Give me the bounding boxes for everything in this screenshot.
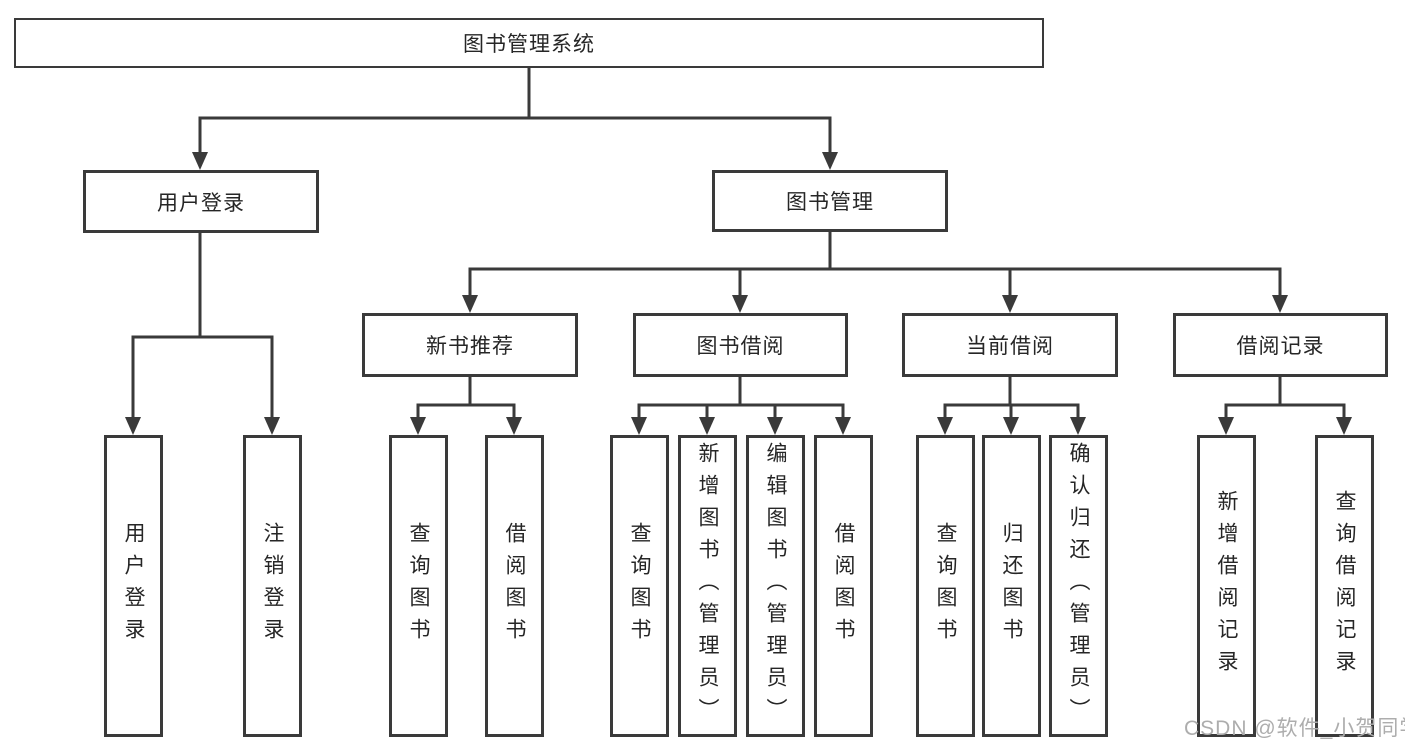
arrow-down-icon	[410, 417, 426, 435]
arrow-down-icon	[631, 417, 647, 435]
leaf-query-borrow-record: 查询借阅记录	[1315, 435, 1374, 737]
watermark: CSDN @软件_小贺同学	[1184, 717, 1405, 740]
leaf-recommend-borrow-book: 借阅图书	[485, 435, 544, 737]
arrow-down-icon	[1070, 417, 1086, 435]
leaf-borrow-query-book: 查询图书	[610, 435, 669, 737]
arrow-down-icon	[506, 417, 522, 435]
leaf-logout: 注销登录	[243, 435, 302, 737]
arrow-down-icon	[1336, 417, 1352, 435]
connector-root-to-level2	[192, 64, 838, 170]
leaf-current-query-book: 查询图书	[916, 435, 975, 737]
connector-borrow-record-children	[1218, 374, 1352, 435]
node-new-book-recommend: 新书推荐	[362, 313, 578, 377]
leaf-user-login: 用户登录	[104, 435, 163, 737]
arrow-down-icon	[1218, 417, 1234, 435]
arrow-down-icon	[264, 417, 280, 435]
arrow-down-icon	[192, 152, 208, 170]
node-user-login: 用户登录	[83, 170, 319, 233]
connector-user-login-children	[125, 230, 280, 435]
arrow-down-icon	[732, 295, 748, 313]
arrow-down-icon	[835, 417, 851, 435]
node-book-management: 图书管理	[712, 170, 948, 232]
leaf-borrow-book: 借阅图书	[814, 435, 873, 737]
node-book-borrow: 图书借阅	[633, 313, 848, 377]
connector-book-mgmt-children	[462, 229, 1288, 313]
node-borrow-record: 借阅记录	[1173, 313, 1388, 377]
leaf-recommend-query-book: 查询图书	[389, 435, 448, 737]
arrow-down-icon	[1003, 417, 1019, 435]
leaf-return-book: 归还图书	[982, 435, 1041, 737]
arrow-down-icon	[1272, 295, 1288, 313]
arrow-down-icon	[462, 295, 478, 313]
arrow-down-icon	[1002, 295, 1018, 313]
arrow-down-icon	[937, 417, 953, 435]
connector-current-borrow-children	[937, 374, 1086, 435]
leaf-edit-book-admin: 编辑图书（管理员）	[746, 435, 805, 737]
connector-book-borrow-children	[631, 374, 851, 435]
leaf-add-borrow-record: 新增借阅记录	[1197, 435, 1256, 737]
arrow-down-icon	[822, 152, 838, 170]
arrow-down-icon	[767, 417, 783, 435]
arrow-down-icon	[699, 417, 715, 435]
arrow-down-icon	[125, 417, 141, 435]
node-current-borrow: 当前借阅	[902, 313, 1118, 377]
leaf-confirm-return-admin: 确认归还（管理员）	[1049, 435, 1108, 737]
leaf-add-book-admin: 新增图书（管理员）	[678, 435, 737, 737]
node-library-system-root: 图书管理系统	[14, 18, 1044, 68]
connector-new-book-children	[410, 374, 522, 435]
